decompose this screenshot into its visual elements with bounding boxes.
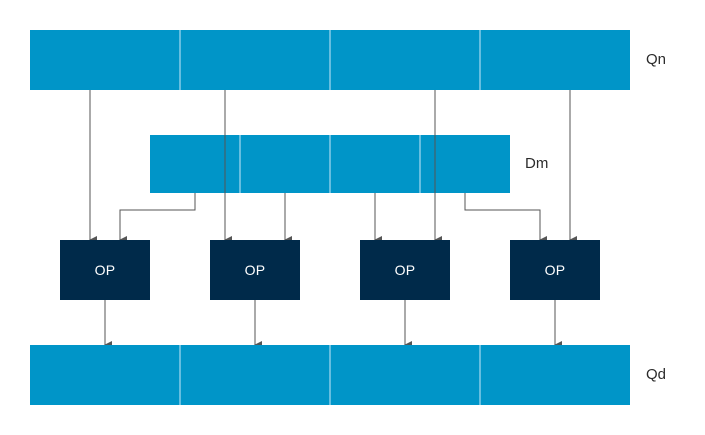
dm-lane-3 bbox=[420, 135, 510, 193]
op-box-0 bbox=[60, 240, 150, 300]
dm-to-op-arrows bbox=[119, 193, 547, 244]
op-label: OP bbox=[394, 262, 416, 278]
qn-lane-1 bbox=[180, 30, 330, 90]
dm-lane-1 bbox=[240, 135, 330, 193]
register-label-qn: Qn bbox=[646, 51, 667, 68]
register-dm bbox=[150, 135, 510, 193]
qn-to-op-arrows bbox=[89, 90, 577, 244]
qd-lane-2 bbox=[330, 345, 480, 405]
qd-lane-1 bbox=[180, 345, 330, 405]
op-label: OP bbox=[244, 262, 266, 278]
op-label: OP bbox=[94, 262, 116, 278]
op-label: OP bbox=[544, 262, 566, 278]
qn-lane-2 bbox=[330, 30, 480, 90]
register-label-qd: Qd bbox=[646, 366, 667, 383]
op-box-1 bbox=[210, 240, 300, 300]
register-qd bbox=[30, 345, 630, 405]
dm-lane-2 bbox=[330, 135, 420, 193]
register-label-dm: Dm bbox=[525, 155, 549, 172]
qn-lane-3 bbox=[480, 30, 630, 90]
register-qn bbox=[30, 30, 630, 90]
qd-lane-0 bbox=[30, 345, 180, 405]
qn-lane-0 bbox=[30, 30, 180, 90]
arrow-dm-3-op-3 bbox=[464, 193, 547, 244]
dm-lane-0 bbox=[150, 135, 240, 193]
op-boxes bbox=[60, 240, 600, 300]
op-box-2 bbox=[360, 240, 450, 300]
op-box-3 bbox=[510, 240, 600, 300]
op-to-qd-arrows bbox=[104, 300, 562, 349]
arrow-dm-0-op-0 bbox=[119, 193, 196, 244]
qd-lane-3 bbox=[480, 345, 630, 405]
